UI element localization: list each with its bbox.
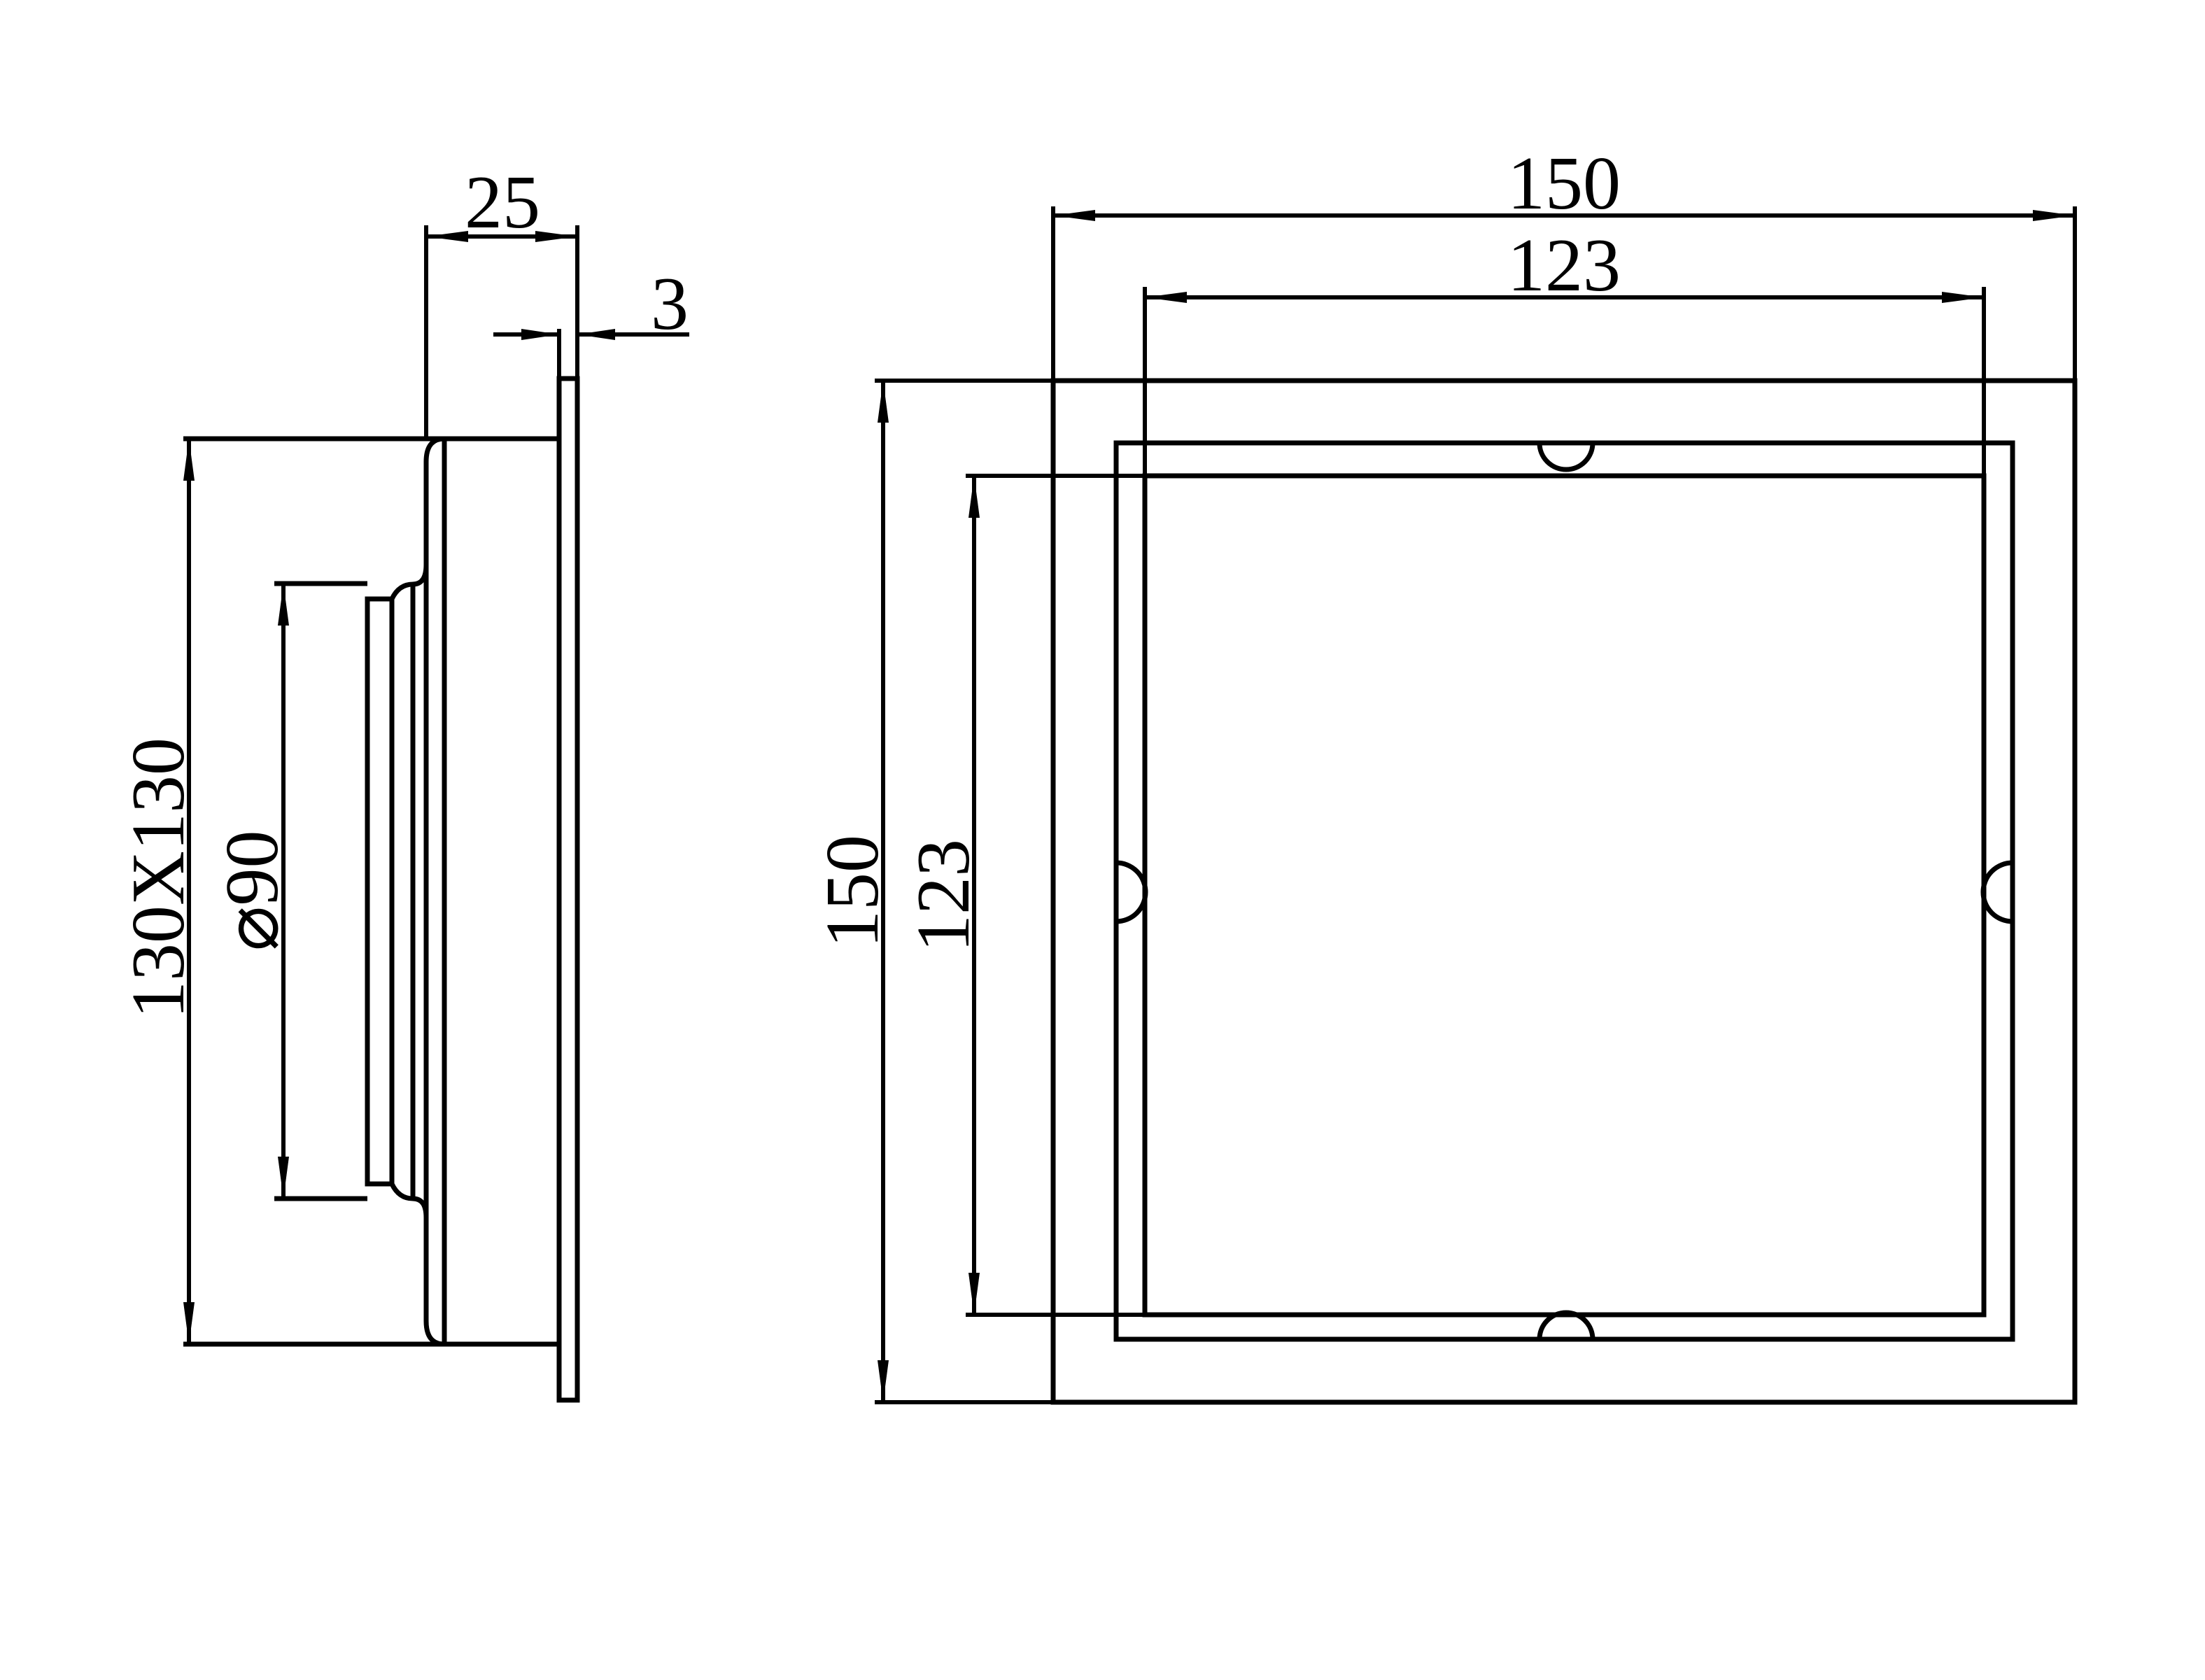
- tab-bottom: [1537, 1310, 1595, 1340]
- tab-left: [1115, 860, 1148, 924]
- outer-height-arrow-top: [878, 381, 889, 423]
- outer-height-arrow-bottom: [878, 1360, 889, 1402]
- outer-frame: [1050, 378, 2078, 1405]
- inner-width-arrow-right: [1942, 292, 1984, 303]
- inner-opening: [1142, 473, 1987, 1318]
- body-size-arrow-top: [183, 439, 195, 481]
- tab-right: [1980, 860, 2013, 924]
- front-view: 150 123 150 123: [811, 142, 2078, 1405]
- depth-arrow-right: [535, 231, 577, 242]
- body-size-label: 130X130: [117, 737, 200, 1019]
- tab-top: [1537, 442, 1595, 472]
- outer-width-arrow-right: [2033, 210, 2075, 221]
- inner-width-arrow-left: [1145, 292, 1187, 303]
- outer-width-label: 150: [1507, 142, 1621, 225]
- inner-height-label: 123: [902, 839, 985, 952]
- outlet-collar: [365, 581, 414, 1201]
- outlet-arrow-top: [278, 584, 289, 626]
- depth-arrow-left: [426, 231, 468, 242]
- inner-width-label: 123: [1507, 224, 1621, 307]
- side-view: 25 3 130X130 ⌀90: [117, 161, 689, 1403]
- outer-width-arrow-left: [1053, 210, 1095, 221]
- depth-label: 25: [465, 161, 540, 244]
- body-size-arrow-bottom: [183, 1302, 195, 1344]
- flange-plate: [556, 376, 580, 1403]
- middle-frame: [1113, 440, 2015, 1342]
- flange-arrow-right: [577, 329, 615, 340]
- inner-height-arrow-bottom: [968, 1273, 980, 1315]
- flange-label: 3: [651, 262, 689, 346]
- outlet-label: ⌀90: [211, 830, 294, 951]
- flange-arrow-left: [521, 329, 559, 340]
- outlet-arrow-bottom: [278, 1157, 289, 1199]
- inner-height-arrow-top: [968, 476, 980, 518]
- outer-height-label: 150: [811, 835, 894, 948]
